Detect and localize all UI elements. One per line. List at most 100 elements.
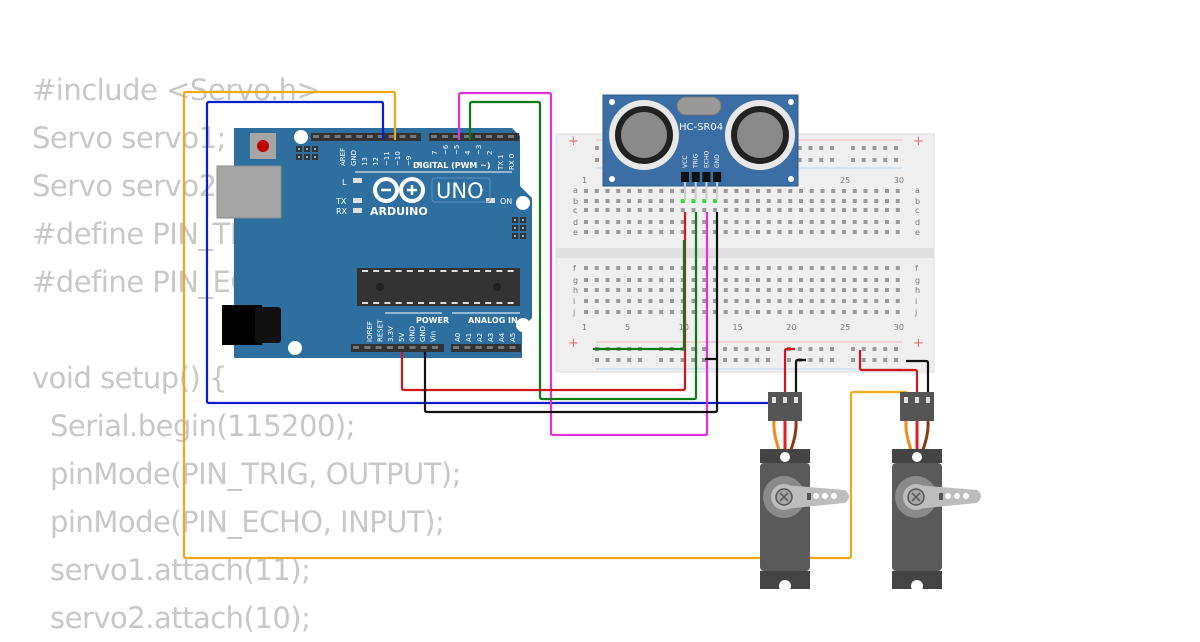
breadboard-hole[interactable] (788, 266, 793, 270)
breadboard-hole[interactable] (852, 220, 857, 224)
rail-hole[interactable] (755, 347, 760, 351)
breadboard-hole[interactable] (777, 208, 782, 212)
rail-hole[interactable] (861, 158, 866, 162)
breadboard-hole[interactable] (713, 220, 717, 224)
breadboard-hole[interactable] (627, 189, 631, 193)
header-pin[interactable] (486, 346, 493, 349)
breadboard-hole[interactable] (691, 278, 696, 282)
breadboard-hole[interactable] (670, 278, 674, 282)
breadboard-hole[interactable] (734, 299, 739, 303)
breadboard-hole[interactable] (874, 199, 879, 203)
breadboard-hole[interactable] (777, 266, 782, 270)
breadboard-hole[interactable] (659, 310, 664, 314)
rail-hole[interactable] (819, 358, 824, 362)
rail-hole[interactable] (883, 158, 888, 162)
breadboard-hole[interactable] (820, 278, 825, 282)
breadboard-hole[interactable] (723, 199, 728, 203)
breadboard-hole[interactable] (659, 189, 664, 193)
rail-hole[interactable] (616, 358, 621, 362)
breadboard-hole[interactable] (756, 266, 760, 270)
rail-hole[interactable] (605, 358, 610, 362)
breadboard-hole[interactable] (874, 220, 879, 224)
breadboard-hole[interactable] (723, 288, 728, 292)
breadboard-hole[interactable] (831, 199, 836, 203)
breadboard-hole[interactable] (863, 230, 868, 234)
breadboard-hole[interactable] (680, 299, 685, 303)
breadboard-hole[interactable] (594, 189, 599, 193)
header-pin[interactable] (313, 135, 319, 138)
breadboard-hole[interactable] (895, 199, 900, 203)
breadboard-hole[interactable] (799, 310, 803, 314)
breadboard-hole[interactable] (745, 208, 750, 212)
breadboard-hole[interactable] (584, 220, 588, 224)
breadboard-hole[interactable] (799, 299, 803, 303)
breadboard-hole[interactable] (852, 199, 857, 203)
wire-black-servo1-gnd[interactable] (794, 358, 806, 393)
breadboard-hole[interactable] (863, 299, 868, 303)
breadboard-hole[interactable] (863, 310, 868, 314)
breadboard-hole[interactable] (659, 288, 664, 292)
rail-hole[interactable] (797, 158, 802, 162)
breadboard-hole[interactable] (702, 220, 707, 224)
breadboard-hole[interactable] (863, 266, 868, 270)
breadboard-hole[interactable] (637, 266, 642, 270)
breadboard-hole[interactable] (713, 278, 717, 282)
breadboard-hole[interactable] (616, 230, 621, 234)
breadboard-hole[interactable] (680, 208, 685, 212)
breadboard-hole[interactable] (885, 278, 889, 282)
breadboard-hole[interactable] (831, 208, 836, 212)
breadboard-hole[interactable] (584, 310, 588, 314)
breadboard-hole[interactable] (734, 266, 739, 270)
breadboard-hole[interactable] (852, 299, 857, 303)
rail-hole[interactable] (872, 146, 877, 150)
rail-hole[interactable] (733, 358, 738, 362)
breadboard-hole[interactable] (820, 299, 825, 303)
breadboard-hole[interactable] (745, 230, 750, 234)
breadboard-hole[interactable] (605, 230, 610, 234)
breadboard-hole[interactable] (734, 230, 739, 234)
breadboard-hole[interactable] (852, 266, 857, 270)
breadboard-hole[interactable] (831, 278, 836, 282)
breadboard-hole[interactable] (627, 310, 631, 314)
breadboard-hole[interactable] (766, 288, 771, 292)
breadboard-hole[interactable] (670, 288, 674, 292)
breadboard-hole[interactable] (702, 278, 707, 282)
breadboard-hole[interactable] (713, 299, 717, 303)
breadboard-hole[interactable] (820, 199, 825, 203)
breadboard-hole[interactable] (842, 189, 846, 193)
breadboard-hole[interactable] (831, 288, 836, 292)
breadboard-hole[interactable] (756, 199, 760, 203)
breadboard-hole[interactable] (659, 220, 664, 224)
wire-magenta-echo[interactable] (457, 91, 709, 437)
breadboard-hole[interactable] (670, 310, 674, 314)
breadboard-hole[interactable] (734, 208, 739, 212)
header-pin[interactable] (345, 135, 352, 138)
breadboard-hole[interactable] (670, 199, 674, 203)
breadboard-hole[interactable] (799, 208, 803, 212)
breadboard-hole[interactable] (616, 189, 621, 193)
header-pin[interactable] (353, 346, 359, 349)
breadboard-hole[interactable] (842, 220, 846, 224)
breadboard-hole[interactable] (863, 208, 868, 212)
breadboard-hole[interactable] (648, 230, 653, 234)
breadboard-hole[interactable] (605, 278, 610, 282)
servo-motor-2[interactable] (892, 392, 981, 592)
wire-red-servo2-power[interactable] (858, 350, 919, 393)
wire-red-5v[interactable] (400, 212, 687, 392)
breadboard-hole[interactable] (874, 288, 879, 292)
breadboard-hole[interactable] (895, 189, 900, 193)
breadboard-hole[interactable] (799, 230, 803, 234)
breadboard-hole[interactable] (627, 220, 631, 224)
breadboard-hole[interactable] (831, 266, 836, 270)
breadboard-hole[interactable] (745, 220, 750, 224)
header-pin[interactable] (398, 346, 405, 349)
header-pin[interactable] (364, 346, 371, 349)
breadboard-hole[interactable] (605, 208, 610, 212)
breadboard-hole[interactable] (627, 278, 631, 282)
breadboard-hole[interactable] (745, 310, 750, 314)
servo-connector[interactable] (768, 392, 802, 421)
rail-hole[interactable] (797, 347, 802, 351)
breadboard-hole[interactable] (874, 278, 879, 282)
breadboard-hole[interactable] (852, 310, 857, 314)
wire-green-trig[interactable] (468, 100, 698, 401)
